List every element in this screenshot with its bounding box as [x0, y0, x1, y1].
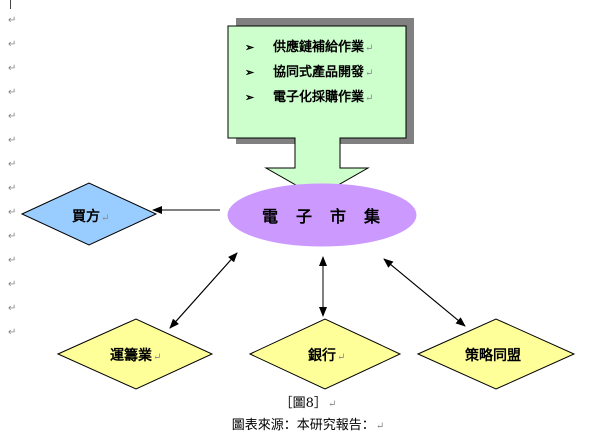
paragraph-mark-icon: ↵	[8, 87, 17, 98]
figure-caption: ［圖8］↵	[0, 392, 616, 411]
text-cursor	[10, 0, 11, 9]
paragraph-mark-icon: ↵	[365, 93, 374, 104]
paragraph-mark-icon: ↵	[8, 279, 17, 290]
paragraph-mark-icon: ↵	[8, 135, 17, 146]
bullet-arrow-icon: ➢	[245, 41, 255, 54]
paragraph-mark-icon: ↵	[327, 399, 337, 410]
figure-number: ［圖8］	[279, 396, 327, 411]
paragraph-mark-icon: ↵	[8, 303, 17, 314]
callout-item: ➢ 供應鏈補給作業↵	[245, 35, 405, 60]
arrow-logistics-market-down	[169, 252, 238, 329]
paragraph-mark-icon: ↵	[8, 207, 17, 218]
paragraph-mark-icon: ↵	[365, 43, 374, 54]
logistics-diamond	[56, 318, 214, 390]
callout-item-label: 供應鏈補給作業	[273, 40, 365, 55]
alliance-label: 策略同盟	[465, 348, 521, 364]
paragraph-mark-icon: ↵	[153, 352, 162, 363]
callout-list: ➢供應鏈補給作業↵ ➢協同式產品開發↵ ➢電子化採購作業↵	[245, 35, 405, 110]
bank-label: 銀行	[308, 348, 336, 364]
paragraph-mark-icon: ↵	[337, 352, 346, 363]
market-ellipse	[227, 183, 417, 247]
paragraph-mark-icon: ↵	[8, 231, 17, 242]
callout-item-label: 電子化採購作業	[273, 90, 365, 105]
paragraph-mark-icon: ↵	[8, 111, 17, 122]
buyer-label: 買方	[72, 209, 100, 225]
logistics-label-wrap: 運籌業↵	[110, 345, 161, 365]
logistics-label: 運籌業	[110, 348, 152, 364]
callout-arrow-box	[227, 25, 407, 198]
bank-diamond	[248, 318, 402, 390]
paragraph-mark-icon: ↵	[8, 15, 17, 26]
buyer-label-wrap: 買方↵	[72, 206, 109, 226]
paragraph-mark-icon: ↵	[8, 159, 17, 170]
buyer-diamond	[20, 182, 158, 246]
paragraph-mark-icon: ↵	[365, 68, 374, 79]
callout-item: ➢ 電子化採購作業↵	[245, 85, 405, 110]
paragraph-mark-icon: ↵	[8, 39, 17, 50]
paragraph-mark-icon: ↵	[8, 327, 17, 338]
paragraph-mark-icon: ↵	[8, 255, 17, 266]
paragraph-mark-icon: ↵	[8, 183, 17, 194]
paragraph-marks-column: ↵ ↵ ↵ ↵ ↵ ↵ ↵ ↵ ↵ ↵ ↵ ↵ ↵ ↵	[8, 0, 20, 340]
arrow-alliance-market-up	[383, 258, 466, 327]
callout-item: ➢ 協同式產品開發↵	[245, 60, 405, 85]
source-text: 圖表來源：本研究報告：	[231, 418, 375, 433]
bullet-arrow-icon: ➢	[245, 91, 255, 104]
callout-item-label: 協同式產品開發	[273, 65, 365, 80]
bullet-arrow-icon: ➢	[245, 66, 255, 79]
paragraph-mark-icon: ↵	[101, 213, 110, 224]
paragraph-mark-icon: ↵	[8, 63, 17, 74]
alliance-diamond	[416, 318, 576, 390]
market-label: 電子市集	[262, 207, 399, 226]
paragraph-mark-icon: ↵	[375, 421, 385, 432]
source-caption: 圖表來源：本研究報告：↵	[0, 414, 616, 433]
bank-label-wrap: 銀行↵	[308, 345, 345, 365]
